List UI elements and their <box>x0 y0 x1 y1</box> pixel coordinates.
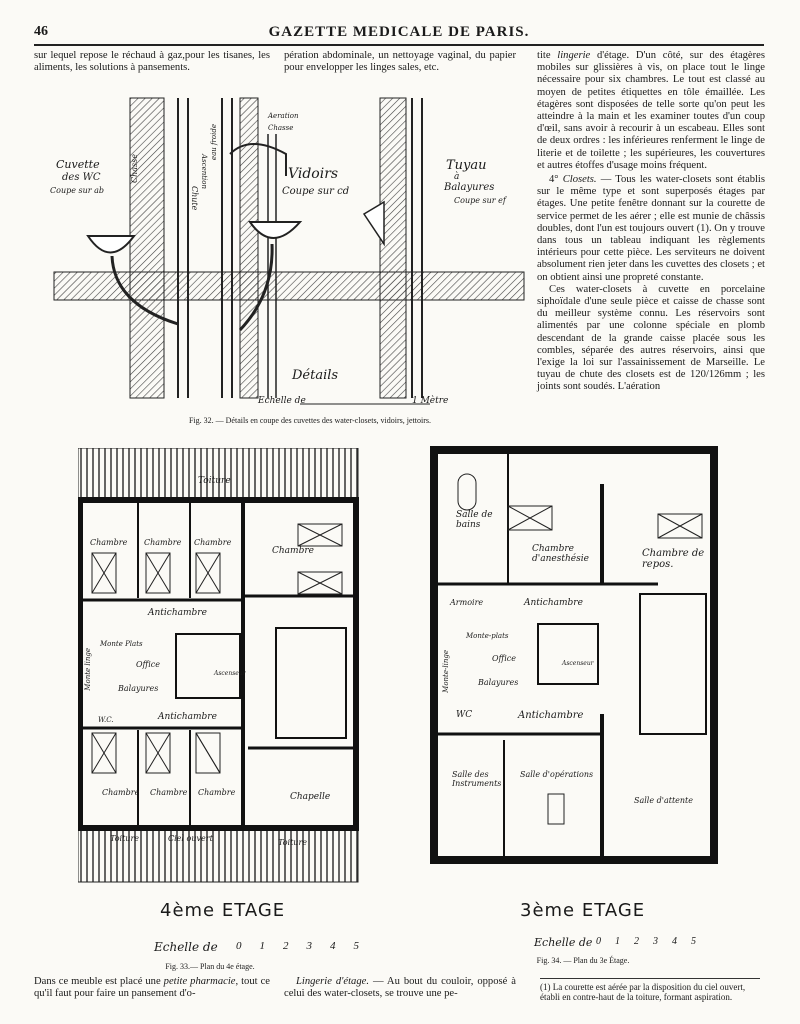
room-antichambre-1: Antichambre <box>148 608 207 618</box>
scale-tick: 5 <box>691 936 696 947</box>
scale-tick: 2 <box>283 940 289 952</box>
label-coupe-ef: Coupe sur ef <box>454 196 506 205</box>
bottom-text-col2: Lingerie d'étage. — Au bout du couloir, … <box>284 976 516 1000</box>
room-toiture-top: Toiture <box>198 476 231 486</box>
figure-33-title: 4ème ETAGE <box>160 900 286 921</box>
label-coupe-cd: Coupe sur cd <box>282 186 350 197</box>
label-echelle: Echelle de <box>258 396 306 406</box>
section-drawing <box>53 97 525 405</box>
scale-tick: 3 <box>653 936 658 947</box>
paragraph-water-closets: Ces water-closets à cuvette en porcelain… <box>537 283 765 393</box>
room-chambre-repos: Chambre de repos. <box>642 548 705 570</box>
room-chambre-anesthesie: Chambre d'anesthésie <box>532 544 589 564</box>
page-number: 46 <box>34 24 48 39</box>
label-aeration: Aeration <box>268 112 299 120</box>
label-chute: Chute <box>190 186 199 211</box>
room-chambre-6: Chambre <box>150 788 188 797</box>
footnote-rule <box>540 978 760 979</box>
label-balayures: Balayures <box>444 182 495 193</box>
room-antichambre-1: Antichambre <box>524 598 583 608</box>
scale-tick: 5 <box>353 940 360 952</box>
room-armoire: Armoire <box>450 598 484 607</box>
scale-tick: 0 <box>236 940 242 952</box>
label-a: à <box>454 172 460 182</box>
bottom-text-col1: Dans ce meuble est placé une petite phar… <box>34 976 270 1000</box>
footnote: (1) La courette est aérée par la disposi… <box>540 982 746 1002</box>
paragraph-closets: 4° Closets. — Tous les water-closets son… <box>537 174 766 283</box>
room-toiture-bottom-left: Toiture <box>110 834 140 843</box>
room-ciel-ouvert: Ciel ouvert <box>168 834 213 843</box>
room-chambre-2: Chambre <box>144 538 182 547</box>
figure-34-scale-ticks: 0 1 2 3 4 5 <box>596 936 696 947</box>
room-ascenseur: Ascenseur <box>562 660 594 667</box>
room-monte-plats: Monte-plats <box>466 632 509 640</box>
label-cuvette: Cuvette <box>56 158 100 171</box>
room-chambre-4: Chambre <box>272 546 314 556</box>
room-balayures: Balayures <box>478 678 519 687</box>
page-header: 46 GAZETTE MEDICALE DE PARIS. <box>34 22 764 46</box>
room-monte-linge: Monte-linge <box>442 650 450 693</box>
room-ascenseur: Ascenseur <box>214 670 246 677</box>
top-text-col2: pération abdominale, un nettoyage vagina… <box>284 50 516 74</box>
top-text-col1: sur lequel repose le réchaud à gaz,pour … <box>34 50 270 74</box>
label-coupe-ab: Coupe sur ab <box>50 186 105 195</box>
label-tuyau: Tuyau <box>446 158 487 173</box>
room-toiture-bottom-right: Toiture <box>278 838 308 847</box>
figure-33-caption: Fig. 33.— Plan du 4e étage. <box>165 962 255 971</box>
paragraph-lingerie: tite lingerie d'étage. D'un côté, sur de… <box>537 50 765 171</box>
room-chambre-5: Chambre <box>102 788 140 797</box>
room-office: Office <box>492 654 516 663</box>
paragraph: pération abdominale, un nettoyage vagina… <box>284 50 516 74</box>
room-salle-instruments: Salle des Instruments <box>452 770 502 788</box>
room-chambre-3: Chambre <box>194 538 232 547</box>
plan-4th-floor <box>78 448 359 883</box>
scale-tick: 4 <box>672 936 677 947</box>
room-monte-plats: Monte Plats <box>100 640 143 648</box>
paragraph: Lingerie d'étage. — Au bout du couloir, … <box>284 976 517 1000</box>
label-details: Détails <box>292 368 339 383</box>
room-salle-de-bains: Salle de bains <box>456 510 493 530</box>
plan-3rd-floor <box>430 446 718 864</box>
scale-tick: 4 <box>330 940 336 952</box>
room-antichambre-2: Antichambre <box>158 712 217 722</box>
scale-tick: 3 <box>306 940 313 952</box>
room-wc: WC <box>456 710 473 720</box>
label-vidoirs: Vidoirs <box>288 166 339 182</box>
right-text-column: tite lingerie d'étage. D'un côté, sur de… <box>537 50 765 394</box>
room-chapelle: Chapelle <box>290 792 331 802</box>
scale-tick: 1 <box>615 936 620 947</box>
room-office: Office <box>136 660 160 669</box>
label-eau-froide: eau froide <box>210 124 218 161</box>
figure-33-scale-ticks: 0 1 2 3 4 5 <box>236 940 359 952</box>
scale-tick: 0 <box>596 936 601 947</box>
paragraph: sur lequel repose le réchaud à gaz,pour … <box>34 50 270 74</box>
room-chambre-1: Chambre <box>90 538 128 547</box>
figure-33-plan: Toiture Chambre Chambre Chambre Chambre … <box>78 448 360 884</box>
header-rule <box>34 44 764 46</box>
label-chasse: Chasse <box>130 154 139 183</box>
room-salle-operations: Salle d'opérations <box>520 770 594 779</box>
room-balayures: Balayures <box>118 684 159 693</box>
scale-tick: 2 <box>634 936 639 947</box>
scale-tick: 1 <box>259 940 266 952</box>
label-des-wc: des WC <box>62 172 101 183</box>
figure-33-scale-label: Echelle de <box>154 940 218 954</box>
room-antichambre-2: Antichambre <box>518 710 584 721</box>
figure-32-sections: Cuvette des WC Coupe sur ab Chasse Chute… <box>50 94 530 420</box>
label-metre: 1 Mètre <box>412 396 449 406</box>
label-chasse-2: Chasse <box>268 124 294 132</box>
room-salle-attente: Salle d'attente <box>634 796 693 805</box>
figure-34-plan: Salle de bains Chambre d'anesthésie Cham… <box>428 444 722 868</box>
figure-32-caption: Fig. 32. — Détails en coupe des cuvettes… <box>188 416 431 425</box>
figure-34-caption: Fig. 34. — Plan du 3e Étage. <box>536 956 630 965</box>
room-chambre-7: Chambre <box>198 788 236 797</box>
journal-title: GAZETTE MEDICALE DE PARIS. <box>268 24 530 40</box>
figure-34-scale-label: Echelle de <box>534 936 593 949</box>
room-wc: W.C. <box>98 716 114 724</box>
label-ascention: Ascention <box>200 154 208 189</box>
figure-34-title: 3ème ETAGE <box>520 900 646 921</box>
room-monte-linge: Monte linge <box>84 648 92 691</box>
paragraph: Dans ce meuble est placé une petite phar… <box>34 976 270 1000</box>
